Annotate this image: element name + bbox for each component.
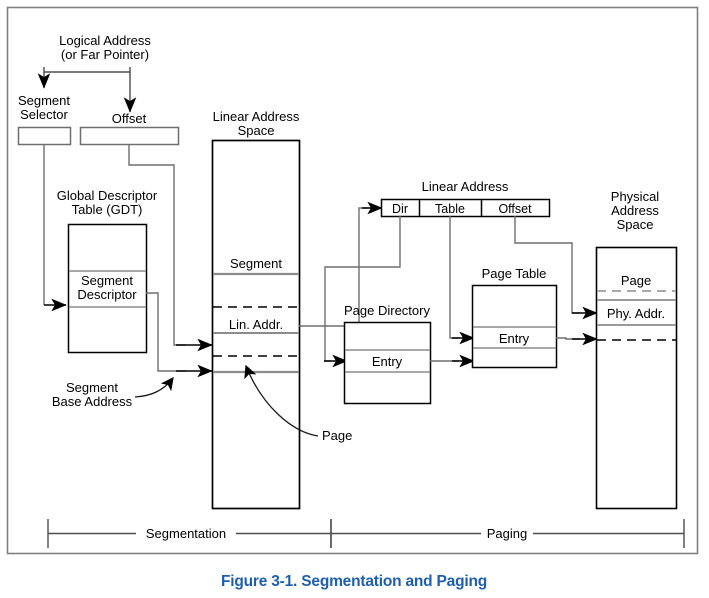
segmentation-bracket-label: Segmentation — [146, 526, 226, 541]
linear-address-space-title-line2: Space — [238, 123, 275, 138]
linear-address-field-offset: Offset — [498, 202, 532, 216]
linear-address-field-table: Table — [435, 202, 465, 216]
segment-selector-box — [17, 126, 72, 146]
logical-address-title-line1: Logical Address — [59, 33, 151, 48]
page-callout-label: Page — [322, 428, 352, 443]
physical-address-space-page-label: Page — [621, 273, 651, 288]
paging-bracket — [330, 519, 685, 548]
physical-address-space-title-line1: Physical — [611, 189, 660, 204]
segment-descriptor-label-line1: Segment — [81, 273, 133, 288]
page-directory-entry-label: Entry — [372, 354, 403, 369]
lin-addr-label: Lin. Addr. — [229, 317, 283, 332]
table-to-page-table-connector — [449, 216, 475, 345]
offset-to-physical-address-connector — [514, 216, 598, 320]
segment-descriptor-label-line2: Descriptor — [77, 287, 137, 302]
dir-to-page-directory-connector — [324, 216, 401, 368]
page-directory-box — [343, 321, 432, 405]
page-table-title: Page Table — [482, 266, 547, 281]
physical-address-space-title-line2: Address — [611, 203, 659, 218]
logical-address-fork-connector — [37, 67, 137, 113]
linear-address-field-dir: Dir — [392, 202, 408, 216]
segment-base-address-label-line1: Segment — [66, 380, 118, 395]
gdt-title-line2: Table (GDT) — [72, 202, 143, 217]
physical-address-space-title-line3: Space — [617, 217, 654, 232]
segment-selector-label-line2: Selector — [20, 107, 68, 122]
paging-bracket-label: Paging — [487, 526, 527, 541]
offset-field-label: Offset — [112, 111, 147, 126]
segment-selector-to-gdt-connector — [43, 145, 67, 312]
figure-caption: Figure 3-1. Segmentation and Paging — [221, 573, 487, 590]
offset-to-linear-address-connector — [128, 145, 213, 352]
offset-field-box — [79, 126, 180, 146]
page-callout-curve — [244, 364, 319, 437]
linear-address-title: Linear Address — [422, 179, 509, 194]
logical-address-title-line2: (or Far Pointer) — [61, 47, 149, 62]
phy-addr-label: Phy. Addr. — [607, 306, 665, 321]
segment-descriptor-to-base-connector — [146, 292, 213, 378]
linear-address-space-column — [211, 139, 301, 510]
segment-base-address-label-line2: Base Address — [52, 394, 133, 409]
linear-address-box — [380, 198, 551, 218]
segment-selector-label-line1: Segment — [18, 93, 70, 108]
page-table-entry-label: Entry — [499, 331, 530, 346]
page-directory-title: Page Directory — [344, 303, 430, 318]
segment-base-address-curve — [134, 376, 174, 398]
gdt-title-line1: Global Descriptor — [57, 188, 158, 203]
linear-address-space-title-line1: Linear Address — [213, 109, 300, 124]
gdt-box — [67, 223, 148, 354]
linear-address-space-segment-label: Segment — [230, 256, 282, 271]
page-table-to-physical-address-connector — [556, 332, 598, 346]
